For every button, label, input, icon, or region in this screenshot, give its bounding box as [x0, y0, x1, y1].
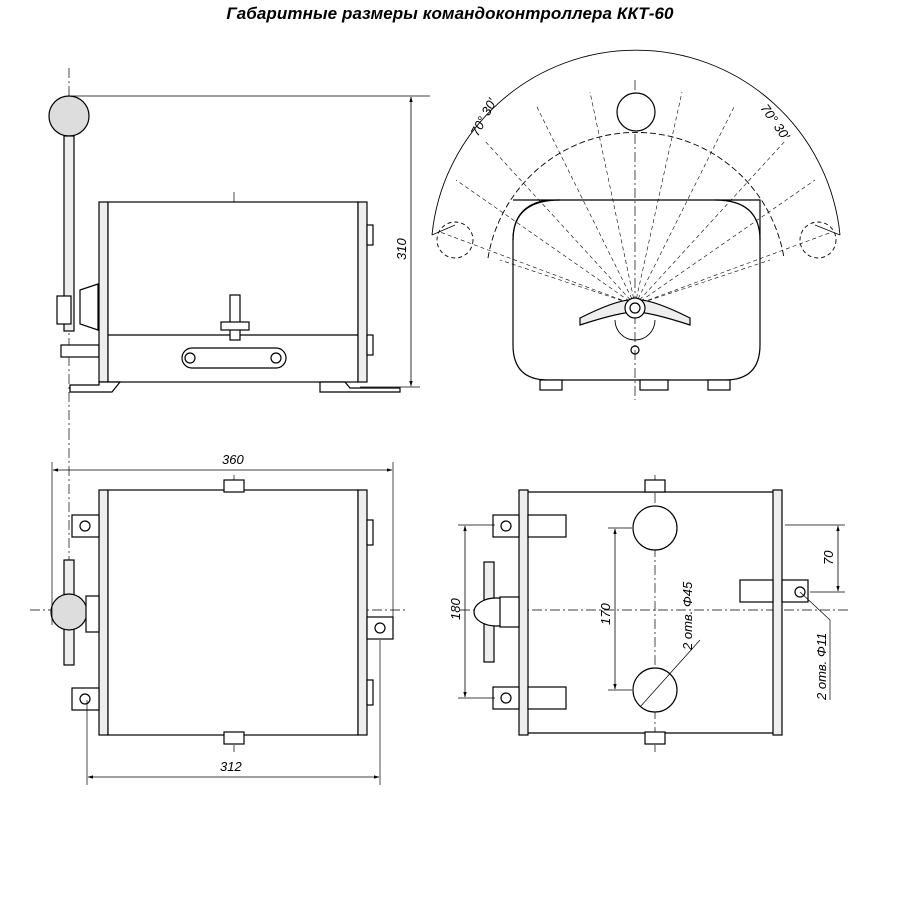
bottom-view: [458, 475, 850, 752]
large-hole-top: [632, 505, 678, 551]
side-view: [48, 68, 430, 430]
dim-angle-left: 70° 30′: [467, 95, 499, 138]
dim-mount-spacing: 180: [448, 598, 463, 620]
dim-height: 310: [394, 238, 409, 260]
dim-angle-right: 70° 30′: [758, 101, 794, 143]
position-rays: [439, 91, 833, 306]
dim-offset: 70: [821, 550, 836, 565]
dim-hole-spacing: 170: [598, 603, 613, 625]
front-view: [431, 49, 841, 400]
handle-knob: [48, 95, 90, 137]
dim-small-holes: 2 отв. Φ11: [814, 633, 829, 701]
housing-top: [107, 489, 359, 736]
dim-large-holes: 2 отв. Φ45: [680, 581, 695, 651]
dim-width-body: 312: [220, 759, 242, 774]
drawing-title: Габаритные размеры командоконтроллера КК…: [226, 4, 674, 23]
dim-width-overall: 360: [222, 452, 244, 467]
top-view: [30, 430, 405, 785]
handle-lever: [63, 135, 75, 332]
